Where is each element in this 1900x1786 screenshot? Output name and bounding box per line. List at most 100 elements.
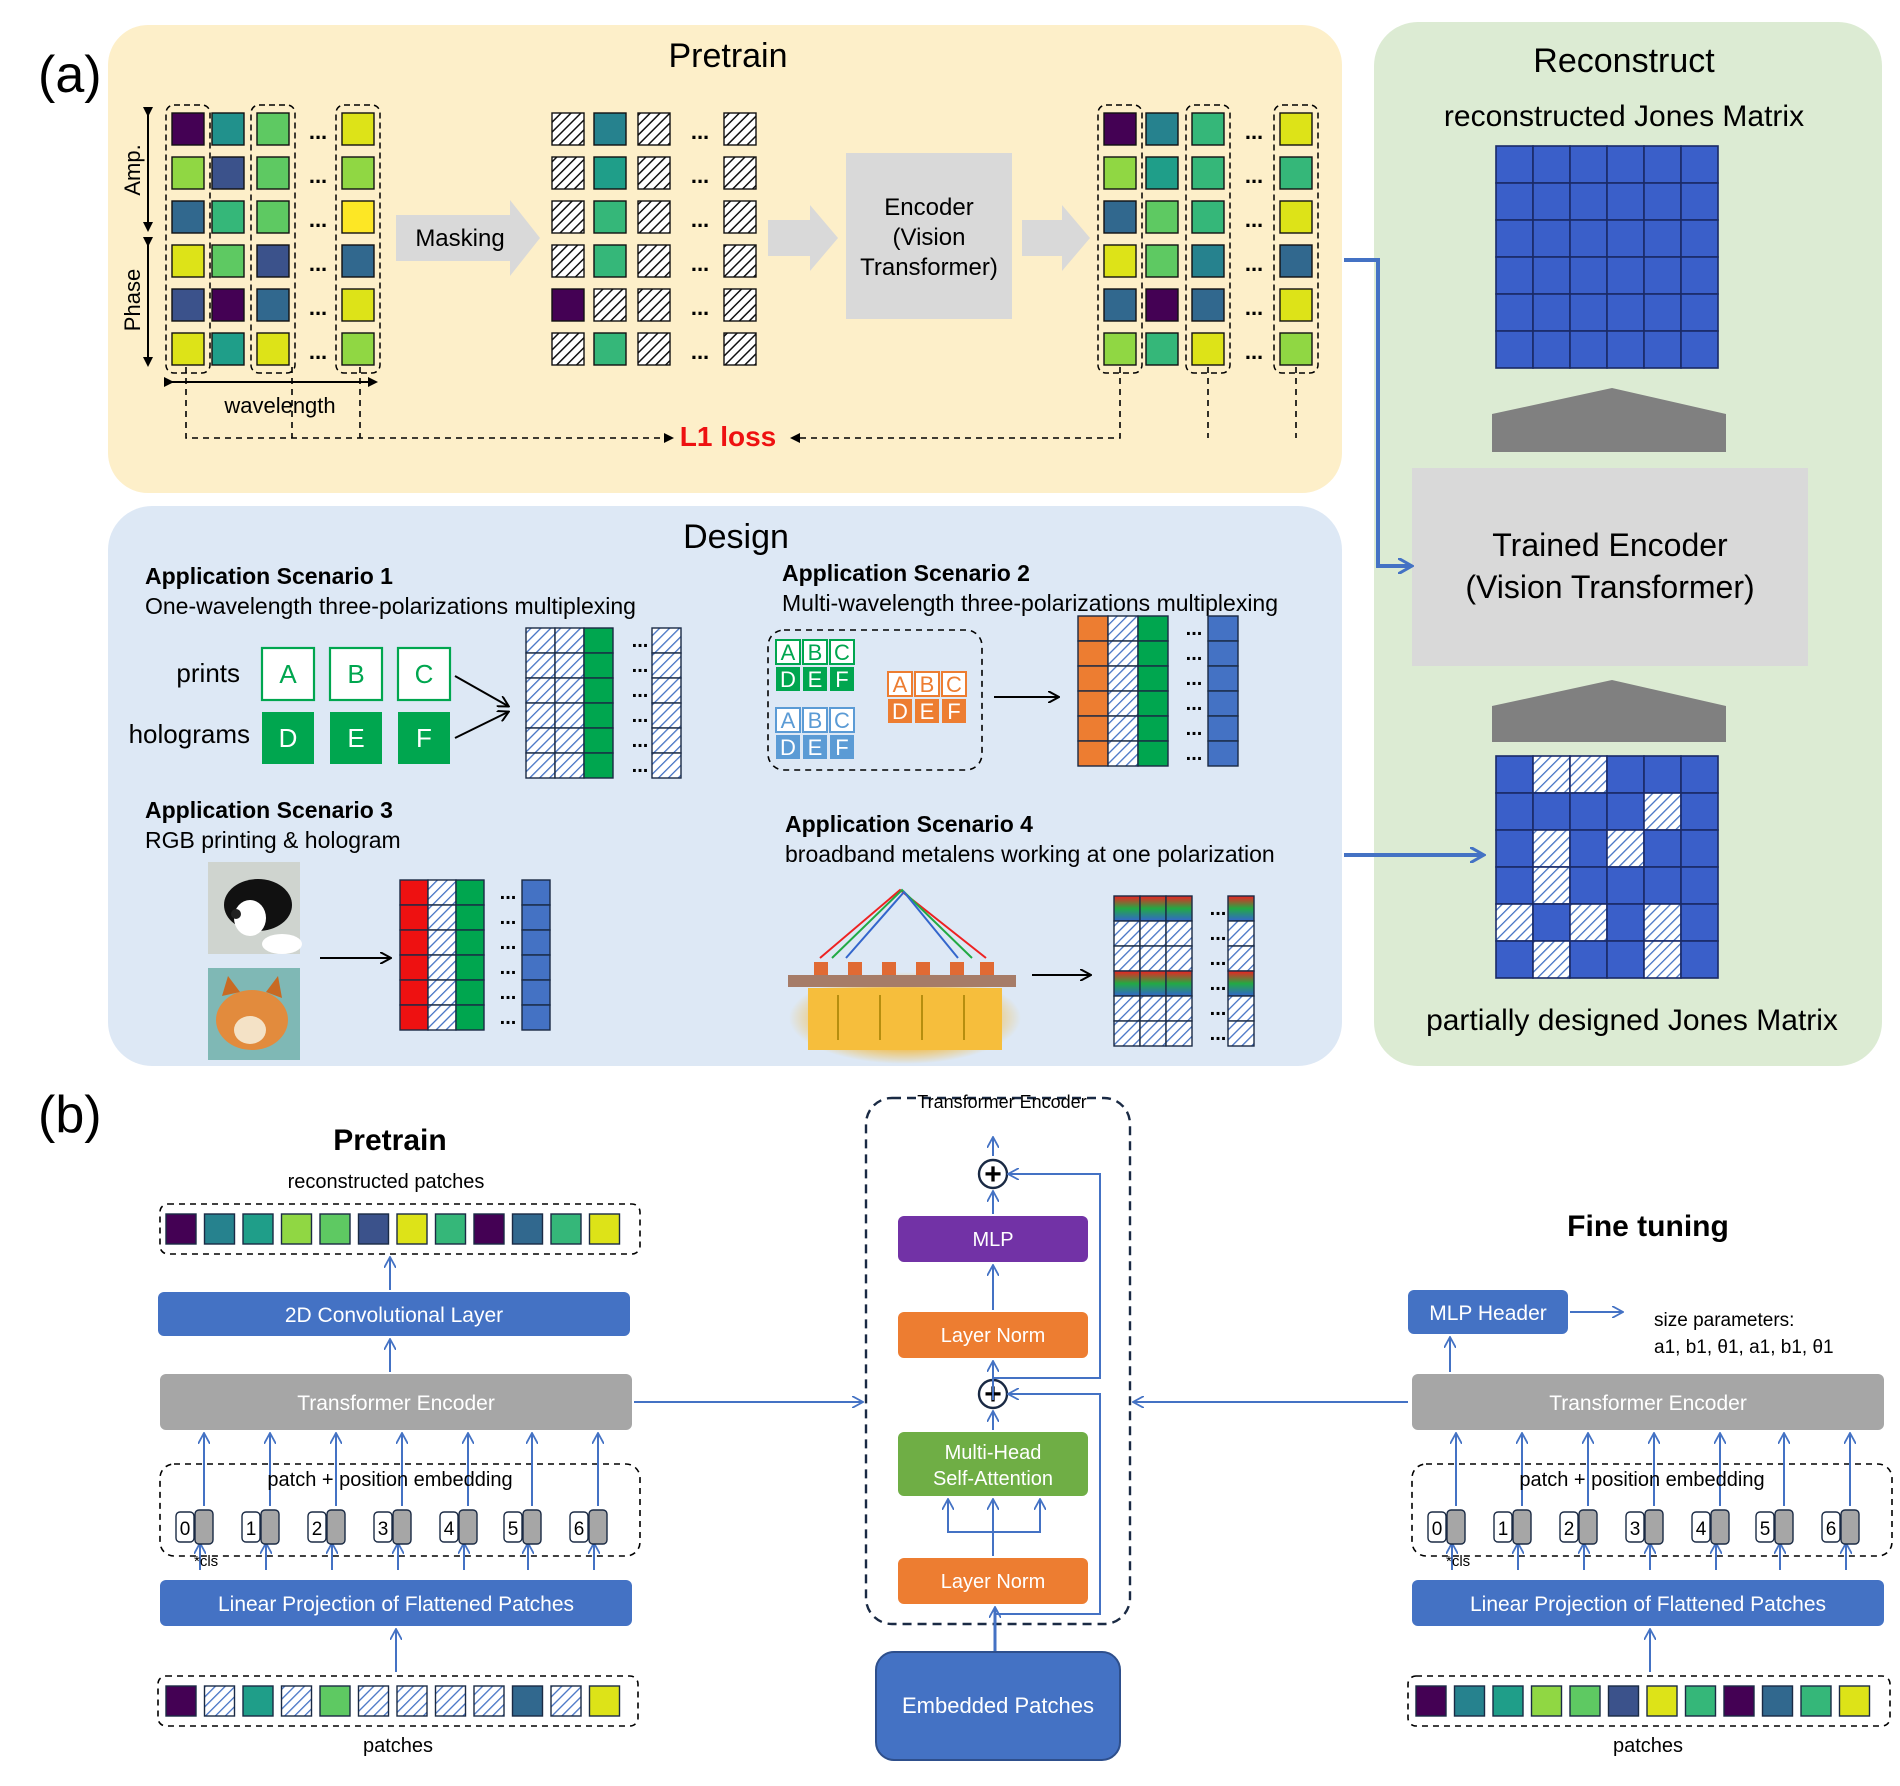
matrix-cell [1680, 182, 1719, 221]
matrix-cell [399, 1004, 429, 1031]
matrix-cell [583, 702, 614, 729]
position-index: 6 [574, 1519, 585, 1540]
ellipsis: ... [309, 207, 327, 232]
hologram-letter-box [398, 712, 450, 764]
b-linear-label: Linear Projection of Flattened Patches [218, 1593, 574, 1616]
matrix-cell [1680, 219, 1719, 258]
matrix-cell [651, 652, 682, 679]
matrix-cell [554, 752, 585, 779]
matrix-cell [1191, 332, 1225, 366]
patch [396, 1213, 428, 1245]
matrix-cell [256, 244, 290, 278]
matrix-cell [1569, 330, 1608, 369]
position-index: 1 [246, 1519, 257, 1540]
matrix-cell [341, 288, 375, 322]
patch [1607, 1685, 1640, 1717]
patch-token [1774, 1509, 1794, 1545]
matrix-cell [723, 244, 757, 278]
matrix-cell [723, 288, 757, 322]
matrix-cell [1606, 256, 1645, 295]
panel-a-label: (a) [38, 46, 102, 104]
matrix-cell [1279, 332, 1313, 366]
letter: A [893, 672, 908, 697]
letter-box [915, 699, 939, 723]
ellipsis: ... [500, 982, 517, 1004]
matrix-cell [1643, 256, 1682, 295]
matrix-cell [521, 979, 551, 1006]
position-index: 5 [508, 1519, 519, 1540]
matrix-cell [637, 332, 671, 366]
matrix-cell [1279, 244, 1313, 278]
mlp-label: MLP [972, 1229, 1013, 1251]
position-index: 4 [444, 1519, 455, 1540]
patch [434, 1213, 467, 1245]
matrix-cell [1680, 866, 1719, 905]
matrix-cell [551, 288, 585, 322]
matrix-cell [583, 752, 614, 779]
ellipsis: ... [1186, 643, 1203, 665]
matrix-cell [1532, 330, 1571, 369]
letter-box [888, 699, 912, 723]
matrix-cell [171, 332, 205, 366]
ellipsis: ... [1186, 718, 1203, 740]
ft-linear-box [1412, 1580, 1884, 1626]
matrix-cell [651, 727, 682, 754]
position-index-box [569, 1511, 589, 1543]
ellipsis: ... [691, 163, 709, 188]
matrix-cell [1103, 332, 1137, 366]
matrix-cell [1606, 293, 1645, 332]
position-index: 4 [1696, 1519, 1707, 1540]
matrix-cell [1103, 288, 1137, 322]
hologram-letter-box [330, 712, 382, 764]
position-index-box [307, 1511, 327, 1543]
matrix-cell [1532, 792, 1571, 831]
matrix-cell [341, 156, 375, 190]
b-encoder-box [160, 1374, 632, 1430]
matrix-cell [1680, 755, 1719, 794]
matrix-cell [583, 652, 614, 679]
matrix-cell [399, 879, 429, 906]
matrix-cell [651, 752, 682, 779]
patch [1684, 1685, 1717, 1717]
patch-token [1578, 1509, 1598, 1545]
ellipsis: ... [1245, 119, 1263, 144]
patch [1761, 1685, 1794, 1717]
matrix-cell [1191, 244, 1225, 278]
position-index-box [1427, 1511, 1447, 1543]
ft-patches [1415, 1685, 1871, 1717]
letter-box [829, 639, 855, 665]
ft-patches-label: patches [1613, 1735, 1683, 1757]
embedded-patches-label: Embedded Patches [902, 1693, 1094, 1718]
column-frame [250, 104, 296, 374]
ellipsis: ... [309, 339, 327, 364]
patch [1530, 1685, 1563, 1717]
patch-token [392, 1509, 412, 1545]
letter: D [892, 699, 908, 724]
b-conv-label: 2D Convolutional Layer [285, 1304, 503, 1327]
letter-box [775, 639, 801, 665]
pretrain-encoder-line1: Encoder [884, 194, 973, 221]
letter: C [834, 640, 850, 665]
patch-token [326, 1509, 346, 1545]
position-index: 1 [1498, 1519, 1509, 1540]
patch [357, 1213, 390, 1245]
patch-token [1644, 1509, 1664, 1545]
position-index-box [1625, 1511, 1645, 1543]
ft-patches-frame [1407, 1675, 1891, 1727]
matrix-cell [525, 752, 556, 779]
matrix-cell [1569, 293, 1608, 332]
to-encoder-arrow [768, 205, 838, 271]
scenario3-title: Application Scenario 3 [145, 797, 393, 823]
matrix-cell [1191, 288, 1225, 322]
letter: E [808, 667, 823, 692]
matrix-cell [1139, 920, 1167, 947]
b-reconstructed-row-frame [159, 1203, 641, 1255]
b-linear-box [160, 1580, 632, 1626]
matrix-cell [1137, 740, 1169, 767]
matrix-cell [211, 332, 245, 366]
matrix-cell [1191, 156, 1225, 190]
masking-arrow [396, 200, 540, 276]
matrix-cell [171, 112, 205, 146]
matrix-cell [1680, 145, 1719, 184]
